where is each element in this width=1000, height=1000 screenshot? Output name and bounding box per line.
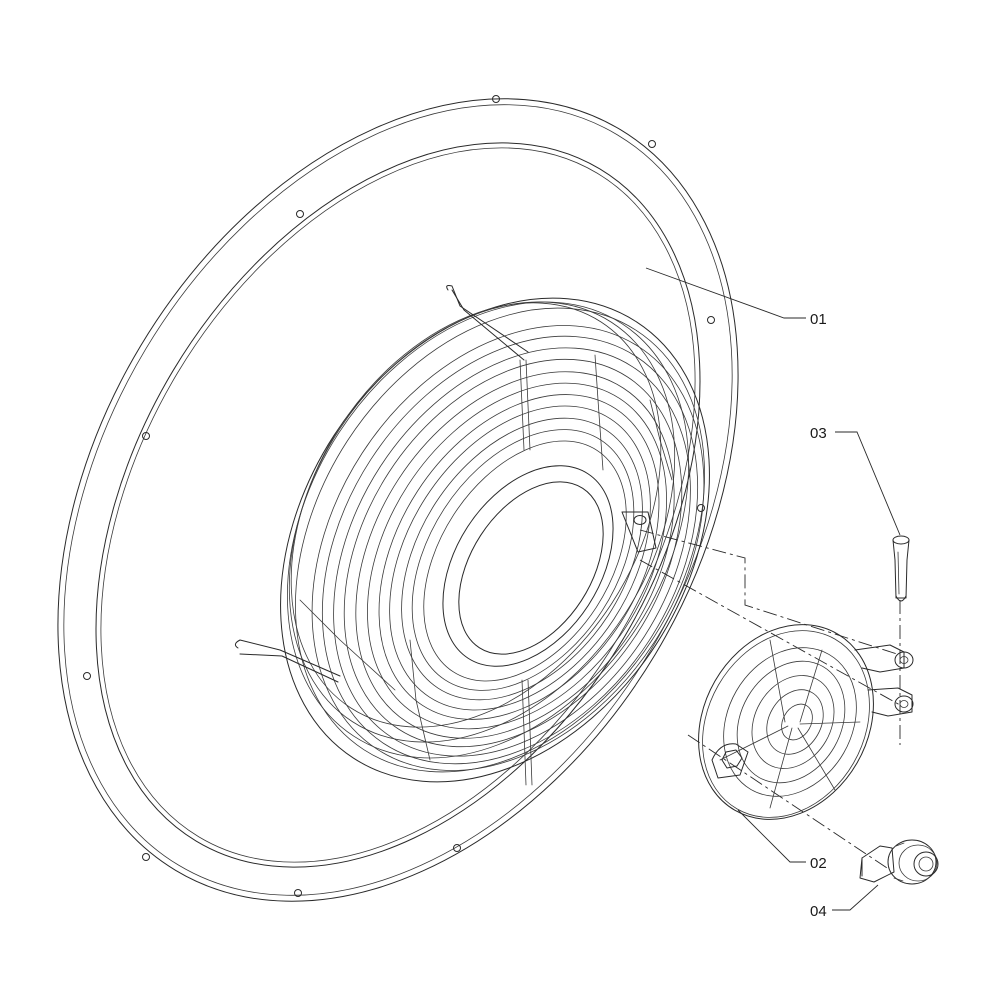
part-04-latch — [859, 839, 939, 885]
callout-leaders — [645, 267, 901, 911]
part-02-access-cover — [698, 624, 914, 820]
flange-bolt-holes — [83, 95, 715, 897]
assembly-center-lines — [639, 529, 901, 871]
callout-03: 03 — [810, 425, 827, 442]
leader-04 — [832, 884, 879, 911]
callout-02: 02 — [810, 855, 827, 872]
leader-01 — [645, 267, 806, 319]
callout-04: 04 — [810, 903, 827, 920]
fan-guard-coil-grille — [234, 285, 710, 786]
leader-02 — [737, 809, 806, 863]
callout-01: 01 — [810, 311, 827, 328]
part-01-mounting-plate — [57, 95, 739, 902]
part-03-hinge-pin — [892, 535, 910, 602]
leader-03 — [835, 431, 901, 536]
callout-labels: 01 03 02 04 — [810, 311, 827, 920]
